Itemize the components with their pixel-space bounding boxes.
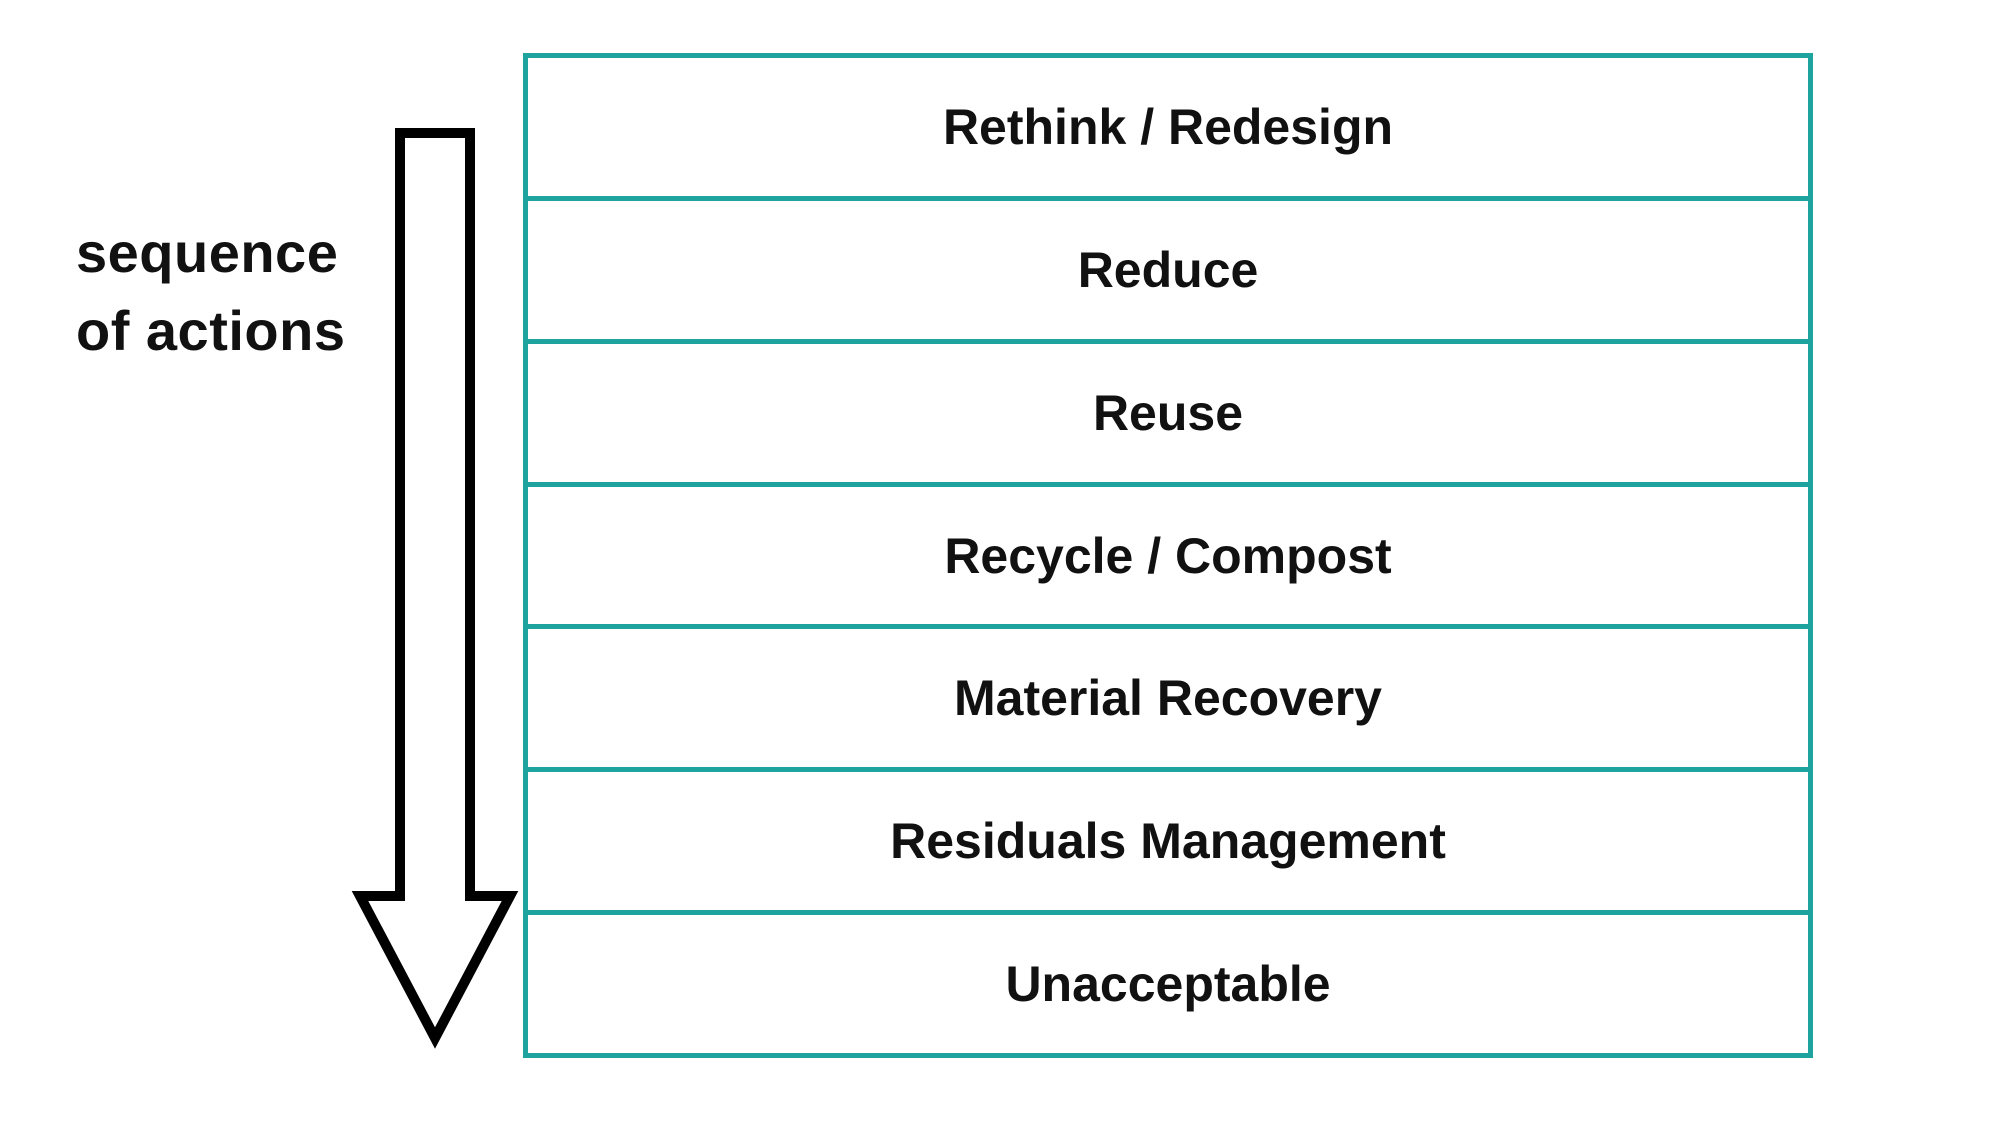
level-reuse: Reuse [528, 338, 1808, 482]
level-label: Rethink / Redesign [942, 98, 1394, 155]
level-reduce: Reduce [528, 195, 1808, 339]
level-label: Residuals Management [890, 813, 1446, 870]
level-label: Reuse [1092, 384, 1244, 441]
level-residuals-management: Residuals Management [528, 767, 1808, 910]
level-unacceptable: Unacceptable [528, 910, 1808, 1053]
level-rethink-redesign: Rethink / Redesign [528, 58, 1808, 196]
sequence-label-line-1: sequence [76, 221, 339, 284]
level-recycle-compost: Recycle / Compost [528, 481, 1808, 625]
level-label: Recycle / Compost [944, 527, 1392, 584]
level-material-recovery: Material Recovery [528, 624, 1808, 767]
waste-hierarchy: Rethink / Redesign Reduce Reuse Recycle … [523, 53, 1813, 1058]
down-arrow-icon [351, 128, 519, 1049]
level-label: Material Recovery [953, 670, 1382, 727]
level-label: Reduce [1077, 241, 1259, 298]
level-label: Unacceptable [1005, 956, 1331, 1013]
sequence-label: sequence of actions [76, 214, 345, 370]
sequence-label-line-2: of actions [76, 299, 346, 362]
